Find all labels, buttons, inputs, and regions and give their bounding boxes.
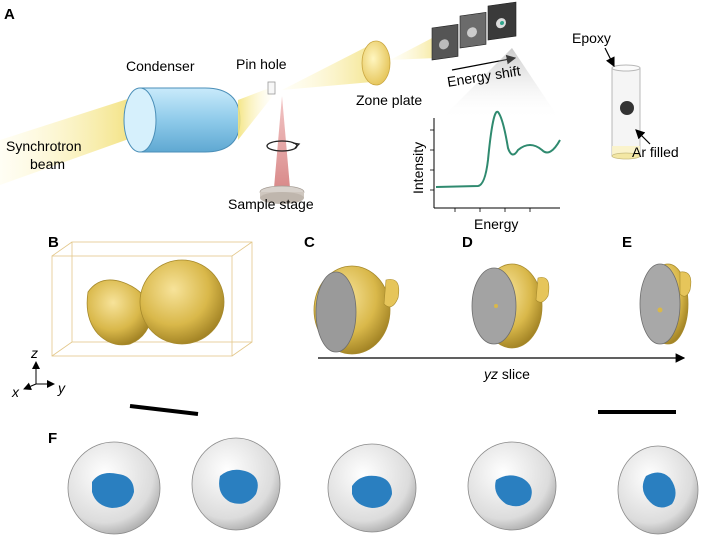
spectrum-xlabel: Energy: [474, 216, 518, 232]
axis-x-label: x: [12, 384, 19, 400]
sample-stage-label: Sample stage: [228, 196, 314, 212]
focused-beam-shape: [238, 87, 272, 140]
sample-particle: [620, 101, 634, 115]
yz-slice-label-italic: yz: [484, 366, 498, 382]
axes-3d: [24, 362, 54, 389]
shell-5: [618, 446, 698, 534]
shell-3: [328, 444, 416, 532]
panel-label-f: F: [48, 430, 57, 447]
panel-b-volume: [52, 242, 252, 356]
panel-c-particle: [314, 266, 399, 354]
spectrum-plot: [430, 112, 560, 212]
synchrotron-label-line1: Synchrotron: [6, 138, 81, 154]
panel-label-a: A: [4, 6, 15, 23]
panel-label-b: B: [48, 234, 59, 251]
epoxy-arrow: [605, 48, 614, 66]
pinhole-shape: [268, 82, 275, 94]
synchrotron-label-line2: beam: [30, 156, 65, 172]
shell-2: [192, 438, 280, 530]
sample-stage-shape: [260, 96, 304, 204]
panel-f-shells: [68, 438, 698, 534]
ar-filled-label: Ar filled: [632, 144, 679, 160]
panel-label-c: C: [304, 234, 315, 251]
pinhole-label: Pin hole: [236, 56, 287, 72]
axis-z-label: z: [31, 345, 38, 361]
panel-e-particle: [640, 264, 691, 344]
panel-label-e: E: [622, 234, 632, 251]
shell-1: [68, 442, 160, 534]
particle-right-shape: [140, 260, 224, 344]
scale-bar-b: [130, 406, 198, 414]
shell-4: [468, 442, 556, 530]
spectrum-curve: [436, 112, 560, 187]
zone-plate-label: Zone plate: [356, 92, 422, 108]
spectrum-ylabel: Intensity: [410, 142, 426, 194]
panel-label-d: D: [462, 234, 473, 251]
image-stack: [432, 2, 516, 60]
condenser-label: Condenser: [126, 58, 195, 74]
epoxy-label: Epoxy: [572, 30, 611, 46]
zone-plate-shape: [362, 41, 390, 85]
panel-d-particle: [472, 264, 549, 348]
image-beam-shape: [390, 36, 436, 60]
diverging-beam-shape: [282, 44, 372, 90]
axis-y-label: y: [58, 380, 65, 396]
yz-slice-label-rest: slice: [498, 366, 530, 382]
condenser-shape: [124, 88, 240, 152]
yz-slice-label: yz slice: [484, 366, 530, 382]
